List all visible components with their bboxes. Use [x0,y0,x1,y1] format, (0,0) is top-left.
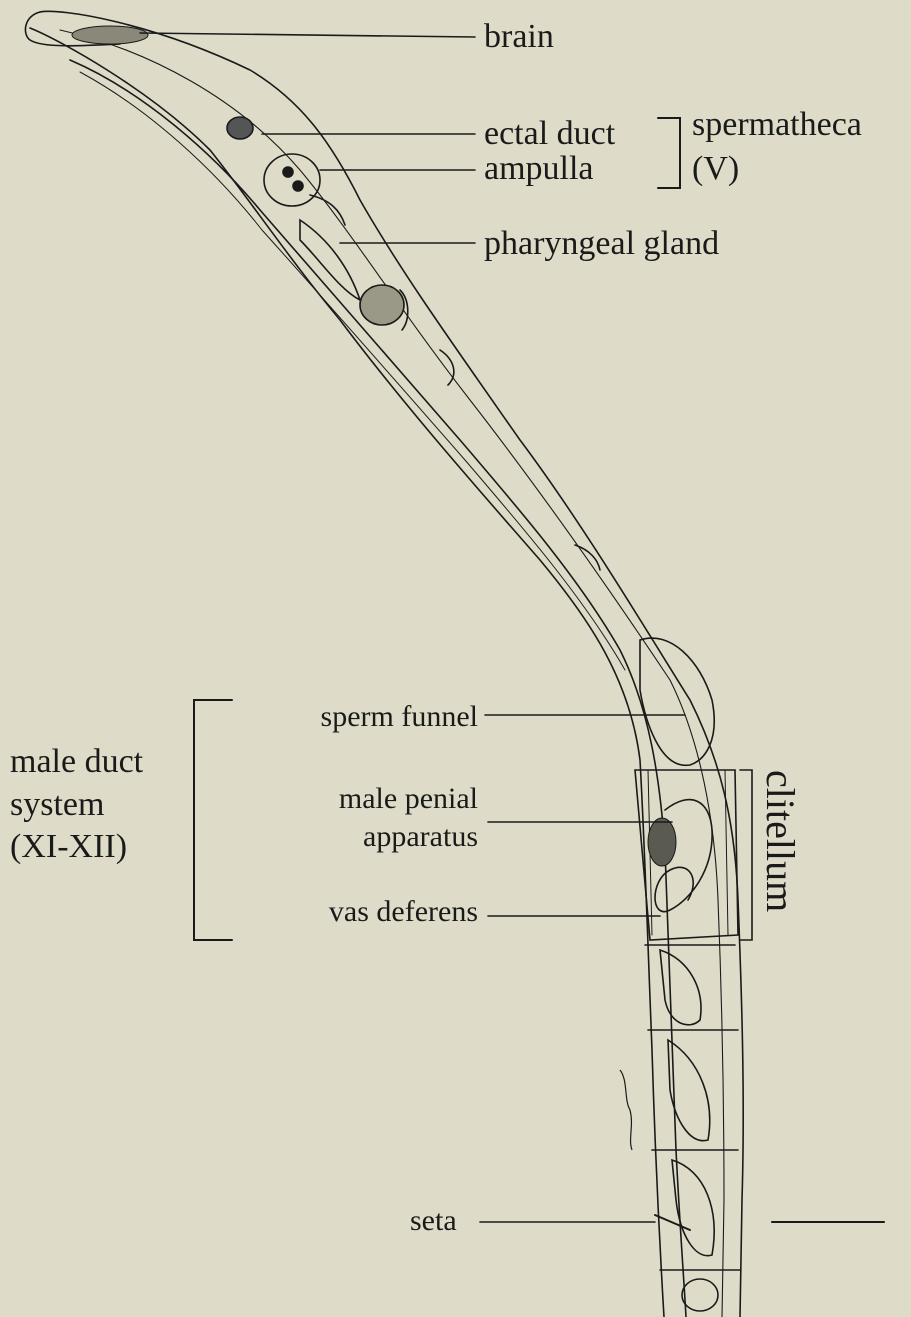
label-male-penial-line2: apparatus [278,822,478,852]
label-brain: brain [484,20,554,54]
label-spermatheca: spermatheca [692,108,862,142]
label-sperm-funnel: sperm funnel [278,702,478,732]
label-male-duct-line3: (XI-XII) [10,830,127,864]
brain-shape [72,26,148,44]
label-male-duct-line1: male duct [10,745,143,779]
label-vas-deferens: vas deferens [258,897,478,927]
label-male-penial-line1: male penial [278,784,478,814]
body-inner-outline [30,28,664,1317]
seta-shape [655,1215,690,1230]
label-spermatheca-segment: (V) [692,152,739,186]
label-ampulla: ampulla [484,152,594,186]
spermatheca-ampulla [264,154,320,206]
clitellum-bracket [740,770,752,940]
posterior-gland-4 [682,1279,718,1311]
penial-bulb [648,818,676,866]
pharyngeal-gland-shape [300,220,360,300]
posterior-gland-3 [672,1160,714,1256]
spermatheca-bracket [658,118,680,188]
label-pharyngeal-gland: pharyngeal gland [484,227,719,261]
spermatheca-ectal [227,117,253,139]
male-duct-bracket [194,700,232,940]
label-clitellum: clitellum [760,770,800,912]
label-male-duct-line2: system [10,788,104,822]
label-seta: seta [410,1206,457,1236]
brain-leader [140,33,475,37]
posterior-gland-1 [660,950,701,1025]
body-outer-outline [40,11,743,1317]
pharyngeal-gland-lobe [360,285,404,325]
label-ectal-duct: ectal duct [484,117,615,151]
body-wall-inner [60,30,724,1317]
artist-signature [620,1070,632,1150]
